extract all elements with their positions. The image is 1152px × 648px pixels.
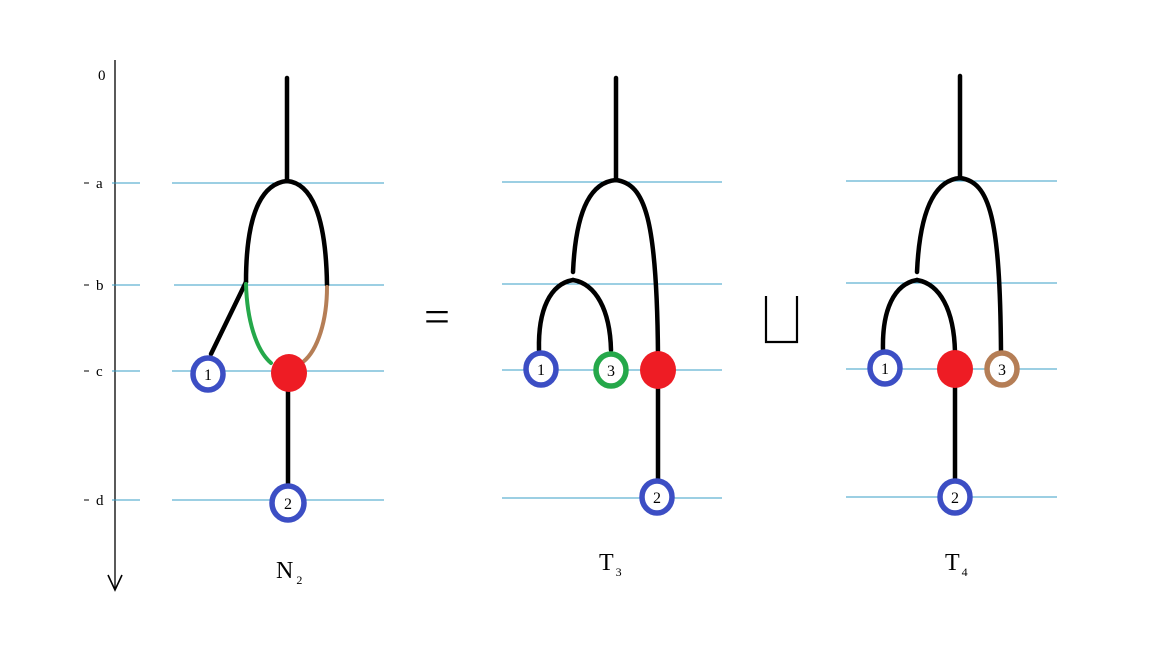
network-name: N — [276, 558, 293, 584]
leaf-node-1 — [523, 350, 559, 388]
leaf-label-1: 1 — [204, 367, 212, 384]
axis-label-a: a — [96, 176, 103, 192]
axis-label-0: 0 — [98, 68, 106, 84]
cherry-edge-right — [570, 277, 614, 353]
tree-edge-right — [613, 177, 661, 359]
network-subscript: 3 — [616, 565, 622, 579]
equals-sign: = — [424, 291, 450, 342]
leaf-node-3 — [593, 351, 629, 389]
leaf-label-2: 2 — [951, 490, 959, 507]
leaf-label-2: 2 — [653, 490, 661, 507]
union-sign: ⊔ — [764, 304, 798, 349]
network-subscript: 2 — [296, 573, 302, 587]
tree-edge-left — [914, 175, 963, 275]
tree-edge-left — [570, 177, 619, 275]
union-symbol-icon — [764, 296, 799, 344]
leaf-label-3: 3 — [607, 363, 615, 380]
reticulation-edge-green — [244, 282, 273, 365]
network-name: T — [599, 550, 614, 576]
hybrid-node — [271, 354, 307, 392]
hybrid-node — [937, 350, 973, 388]
network-name: T — [945, 550, 960, 576]
cherry-edge-right — [914, 277, 958, 355]
leaf-edge-1 — [208, 279, 249, 357]
axis-label-b: b — [96, 278, 104, 294]
tree-edge-left — [243, 178, 290, 285]
axis-label-d: d — [96, 493, 104, 509]
leaf-node-2 — [937, 478, 973, 516]
leaf-label-1: 1 — [537, 362, 545, 379]
leaf-node-1 — [190, 355, 226, 393]
time-axis: 0 a b c d — [84, 60, 140, 592]
hybrid-node — [640, 351, 676, 389]
leaf-node-1 — [867, 349, 903, 387]
leaf-label-1: 1 — [881, 361, 889, 378]
down-arrow-icon — [107, 574, 123, 592]
tree-edge-right — [284, 178, 330, 288]
leaf-node-2 — [269, 483, 307, 523]
network-subscript: 4 — [962, 565, 968, 579]
cherry-edge-left — [880, 277, 920, 353]
leaf-node-3 — [984, 350, 1020, 388]
tree-edge-right — [957, 175, 1004, 355]
leaf-label-2: 2 — [284, 496, 292, 513]
leaf-label-3: 3 — [998, 362, 1006, 379]
leaf-node-2 — [639, 478, 675, 516]
cherry-edge-left — [536, 277, 576, 353]
reticulation-edge-brown — [301, 285, 329, 364]
axis-label-c: c — [96, 364, 103, 380]
